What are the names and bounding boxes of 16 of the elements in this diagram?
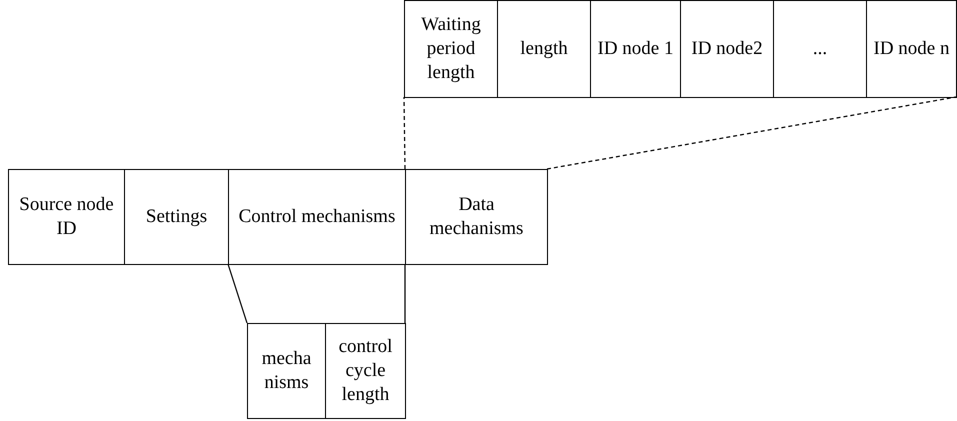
dashed-expansion-line: [546, 96, 956, 170]
field-cell: Settings: [124, 169, 229, 265]
field-cell: ID node2: [680, 0, 774, 98]
expansion-line: [227, 264, 248, 324]
field-cell: Source node ID: [8, 169, 125, 265]
field-cell: length: [497, 0, 591, 98]
field-cell: Waiting period length: [404, 0, 498, 98]
field-cell: Data mechanisms: [405, 169, 548, 265]
field-cell: control cycle length: [325, 323, 406, 419]
field-cell: ID node 1: [590, 0, 681, 98]
expansion-line: [404, 264, 406, 323]
field-cell: ...: [773, 0, 867, 98]
field-cell: Control mechanisms: [228, 169, 406, 265]
dashed-expansion-line: [403, 97, 406, 169]
field-cell: ID node n: [866, 0, 957, 98]
field-cell: mecha nisms: [247, 323, 326, 419]
